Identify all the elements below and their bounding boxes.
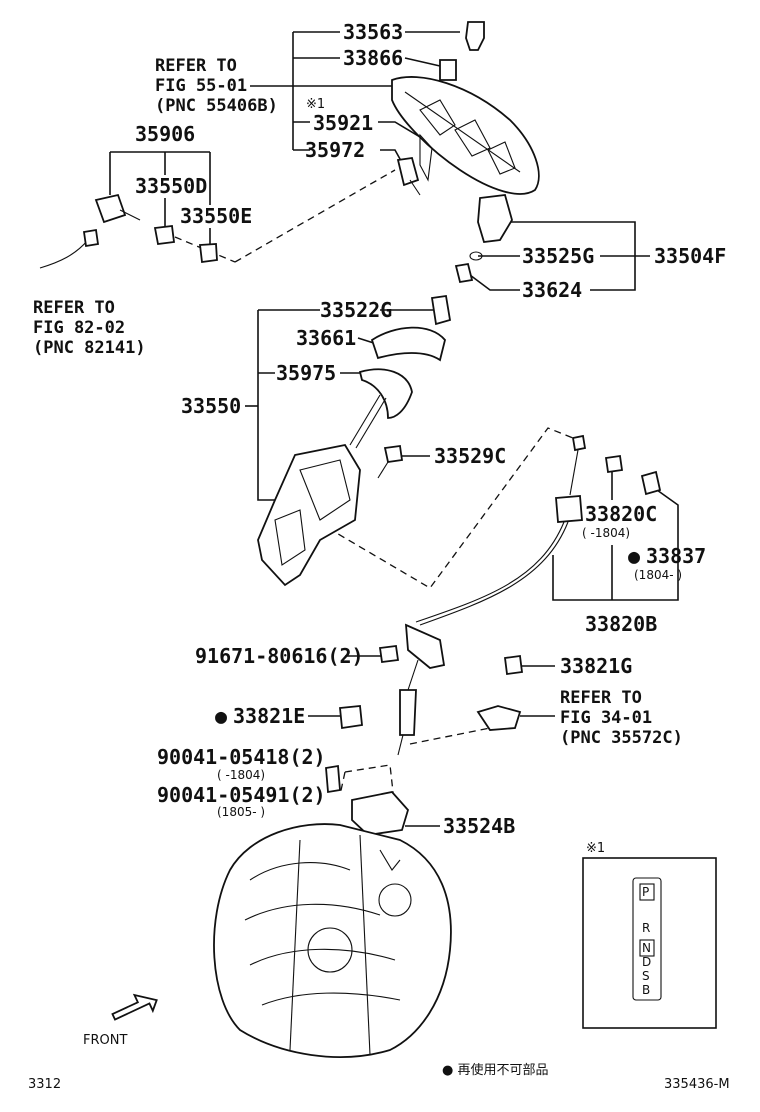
part-label-33866[interactable]: 33866	[343, 46, 404, 70]
part-label-33821E[interactable]: 33821E	[233, 704, 306, 728]
shift-lever-housing	[257, 294, 452, 587]
part-label-33624[interactable]: 33624	[522, 278, 583, 302]
ref-fig34-line3: (PNC 35572C)	[560, 728, 683, 748]
ref-fig82-line2: FIG 82-02	[33, 318, 126, 338]
inset-box	[582, 857, 717, 1029]
date-note-90041a: ( -1804)	[217, 768, 266, 782]
ref-fig55-line1: REFER TO	[155, 56, 237, 76]
front-label: FRONT	[83, 1033, 128, 1048]
gear-letter-s: S	[642, 969, 650, 983]
gear-letter-r: R	[642, 921, 651, 935]
page-code-right: 335436-M	[664, 1077, 730, 1092]
transaxle	[213, 823, 452, 1058]
ref-fig55-line3: (PNC 55406B)	[155, 96, 278, 116]
page-code-left: 3312	[28, 1077, 62, 1092]
star1-mark: ※1	[306, 97, 326, 112]
gear-letter-d: D	[642, 955, 652, 969]
shift-cable	[378, 434, 662, 756]
part-label-35921[interactable]: 35921	[313, 111, 374, 135]
part-label-91671[interactable]: 91671-80616(2)	[195, 644, 364, 668]
part-label-33563[interactable]: 33563	[343, 20, 404, 44]
part-label-33525G[interactable]: 33525G	[522, 244, 595, 268]
ref-fig34-line2: FIG 34-01	[560, 708, 653, 728]
bullet-33837: ●	[628, 544, 641, 568]
bullet-33821E: ●	[215, 704, 228, 728]
inset-title: ※1	[586, 841, 606, 856]
part-label-33504F[interactable]: 33504F	[654, 244, 727, 268]
gear-letter-n: N	[642, 941, 651, 955]
shift-cover-assembly	[391, 21, 540, 196]
date-note-33837: (1804- )	[634, 568, 683, 582]
ref-fig82-line1: REFER TO	[33, 298, 115, 318]
part-label-90041-05491[interactable]: 90041-05491(2)	[157, 783, 326, 807]
ref-fig34-line1: REFER TO	[560, 688, 642, 708]
part-label-33550[interactable]: 33550	[181, 394, 242, 418]
gear-letter-b: B	[642, 983, 651, 997]
ref-fig55-line2: FIG 55-01	[155, 76, 248, 96]
part-label-90041-05418[interactable]: 90041-05418(2)	[157, 745, 326, 769]
part-label-33821G[interactable]: 33821G	[560, 654, 633, 678]
part-label-35975[interactable]: 35975	[276, 361, 337, 385]
part-label-35972[interactable]: 35972	[305, 138, 366, 162]
date-note-33820C: ( -1804)	[582, 526, 631, 540]
part-label-33661[interactable]: 33661	[296, 326, 357, 350]
part-label-33529C[interactable]: 33529C	[434, 444, 507, 468]
part-label-33550E[interactable]: 33550E	[180, 204, 253, 228]
part-label-33820B[interactable]: 33820B	[585, 612, 658, 636]
part-label-33550D[interactable]: 33550D	[135, 174, 208, 198]
part-label-33524B[interactable]: 33524B	[443, 814, 516, 838]
part-label-33522G[interactable]: 33522G	[320, 298, 393, 322]
shift-knob	[454, 194, 513, 284]
part-label-33837[interactable]: 33837	[646, 544, 707, 568]
front-arrow-icon	[111, 993, 158, 1021]
lower-brackets	[325, 654, 524, 836]
part-label-35906[interactable]: 35906	[135, 122, 196, 146]
part-label-33820C[interactable]: 33820C	[585, 502, 658, 526]
harness-connectors	[39, 193, 218, 269]
ref-fig82-line3: (PNC 82141)	[33, 338, 146, 358]
leader-lines	[109, 31, 679, 827]
date-note-90041b: (1805- )	[217, 805, 266, 819]
gear-letter-p: P	[642, 885, 650, 899]
legend-non-reusable: ● 再使用不可部品	[442, 1063, 549, 1078]
